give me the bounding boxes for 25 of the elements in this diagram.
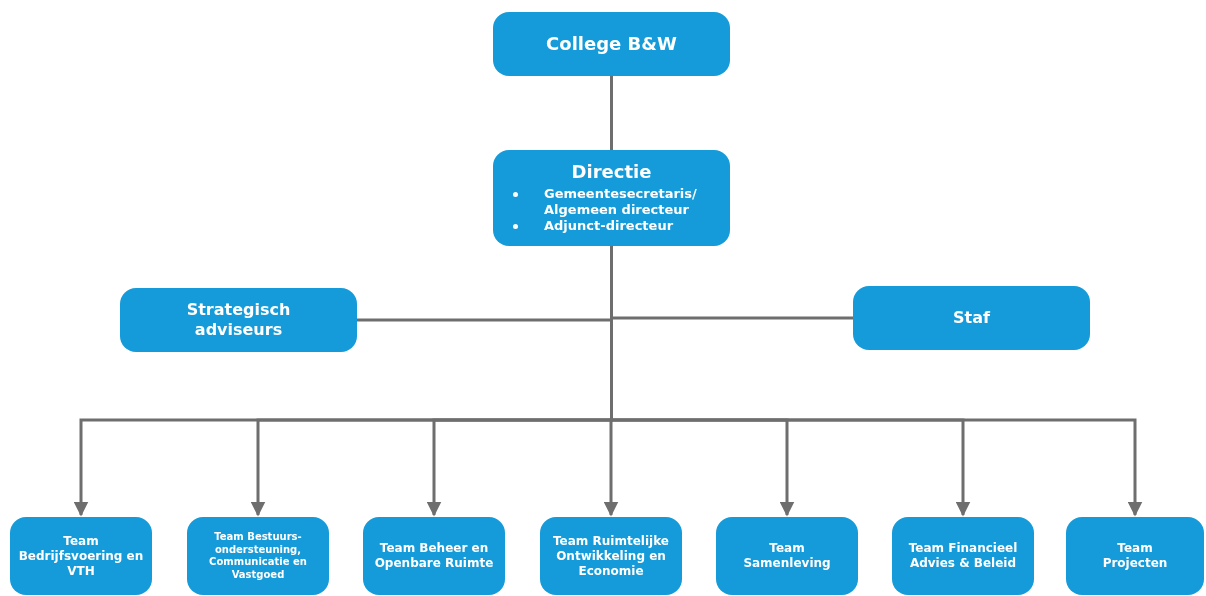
box-label: Team Bedrijfsvoering en VTH <box>18 533 144 579</box>
org-box <box>363 517 505 595</box>
org-box <box>1066 517 1204 595</box>
box-label: Team Projecten <box>1101 541 1169 571</box>
org-box <box>540 517 682 595</box>
box-label: Team Bestuurs- ondersteuning, Communicatie en Vastgoed <box>208 531 308 581</box>
box-label: Team Ruimtelijke Ontwikkeling en Economie <box>552 533 670 579</box>
org-box <box>120 288 357 352</box>
box-label: Team Samenleving <box>742 541 832 571</box>
box-label: Team Financieel Advies & Beleid <box>907 541 1019 571</box>
org-box <box>853 286 1090 350</box>
bullet-item: Gemeentesecretaris/ Algemeen directeur <box>544 185 698 219</box>
box-label: College B&W <box>546 32 677 56</box>
box-label: Strategisch adviseurs <box>185 300 292 340</box>
org-box <box>493 150 730 246</box>
box-label: Team Beheer en Openbare Ruimte <box>373 541 495 571</box>
org-box <box>716 517 858 595</box>
org-box <box>187 517 329 595</box>
org-box <box>493 12 730 76</box>
box-heading: Directie <box>571 161 652 184</box>
org-box <box>892 517 1034 595</box>
bullet-item: Adjunct-directeur <box>544 218 674 235</box>
connector-line <box>610 76 613 150</box>
org-box <box>10 517 152 595</box>
box-label: Staf <box>953 308 990 328</box>
